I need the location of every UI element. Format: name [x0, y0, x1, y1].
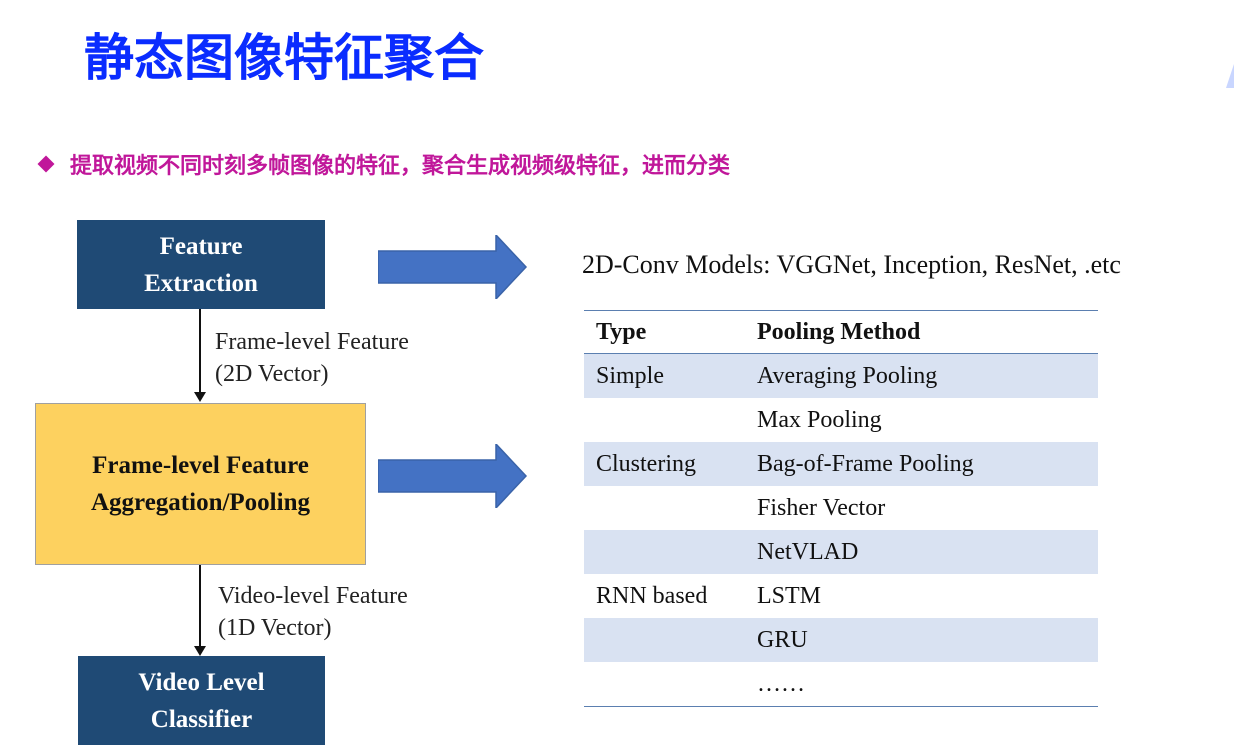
pooling-methods-table: Type Pooling Method Simple Averaging Poo… — [584, 310, 1098, 707]
diamond-bullet-icon — [37, 155, 55, 173]
type-cell: Clustering — [584, 442, 757, 486]
slide-title: 静态图像特征聚合 — [84, 29, 484, 87]
header-type: Type — [584, 310, 757, 354]
header-pooling-method: Pooling Method — [757, 310, 1098, 354]
aggregation-label: Frame-level Feature Aggregation/Pooling — [91, 452, 310, 516]
method-cell: …… — [757, 670, 805, 697]
video-level-feature-label: Video-level Feature (1D Vector) — [218, 583, 408, 641]
bullet-text: 提取视频不同时刻多帧图像的特征，聚合生成视频级特征，进而分类 — [70, 154, 731, 179]
type-cell — [584, 618, 757, 662]
table-row: …… — [584, 662, 1098, 707]
method-cell: NetVLAD — [757, 530, 1098, 574]
method-cell: LSTM — [757, 582, 822, 609]
aggregation-box: Frame-level Feature Aggregation/Pooling — [35, 403, 366, 565]
connector-line-1 — [199, 309, 201, 393]
table-row: Simple Averaging Pooling — [584, 353, 1098, 398]
table-header-row: Type Pooling Method — [584, 310, 1098, 354]
method-cell: Bag-of-Frame Pooling — [757, 442, 1098, 486]
table-row: RNN based LSTM — [584, 574, 1098, 618]
feature-extraction-box: Feature Extraction — [77, 220, 325, 309]
corner-decoration — [1226, 64, 1234, 88]
connector-line-2 — [199, 565, 201, 647]
type-cell — [584, 662, 757, 707]
conv-models-text: 2D-Conv Models: VGGNet, Inception, ResNe… — [582, 250, 1121, 279]
arrow-down-icon — [194, 392, 206, 402]
type-cell: RNN based — [596, 582, 708, 609]
table-row: GRU — [584, 618, 1098, 662]
type-cell — [584, 398, 757, 442]
feature-extraction-label: Feature Extraction — [144, 232, 258, 297]
type-cell — [584, 530, 757, 574]
method-cell: Max Pooling — [757, 406, 882, 433]
table-row: NetVLAD — [584, 530, 1098, 574]
type-cell: Simple — [584, 353, 757, 398]
classifier-label: Video Level Classifier — [138, 668, 265, 733]
method-cell: Averaging Pooling — [757, 353, 1098, 398]
type-cell — [584, 486, 757, 530]
table-row: Fisher Vector — [584, 486, 1098, 530]
method-cell: Fisher Vector — [757, 494, 886, 521]
bullet-point: 提取视频不同时刻多帧图像的特征，聚合生成视频级特征，进而分类 — [37, 148, 731, 180]
classifier-box: Video Level Classifier — [78, 656, 325, 745]
method-cell: GRU — [757, 618, 1098, 662]
frame-level-feature-label: Frame-level Feature (2D Vector) — [215, 329, 409, 387]
block-arrow-right-icon — [378, 444, 528, 508]
table-row: Clustering Bag-of-Frame Pooling — [584, 442, 1098, 486]
block-arrow-right-icon — [378, 235, 528, 299]
table-row: Max Pooling — [584, 398, 1098, 442]
arrow-down-icon — [194, 646, 206, 656]
